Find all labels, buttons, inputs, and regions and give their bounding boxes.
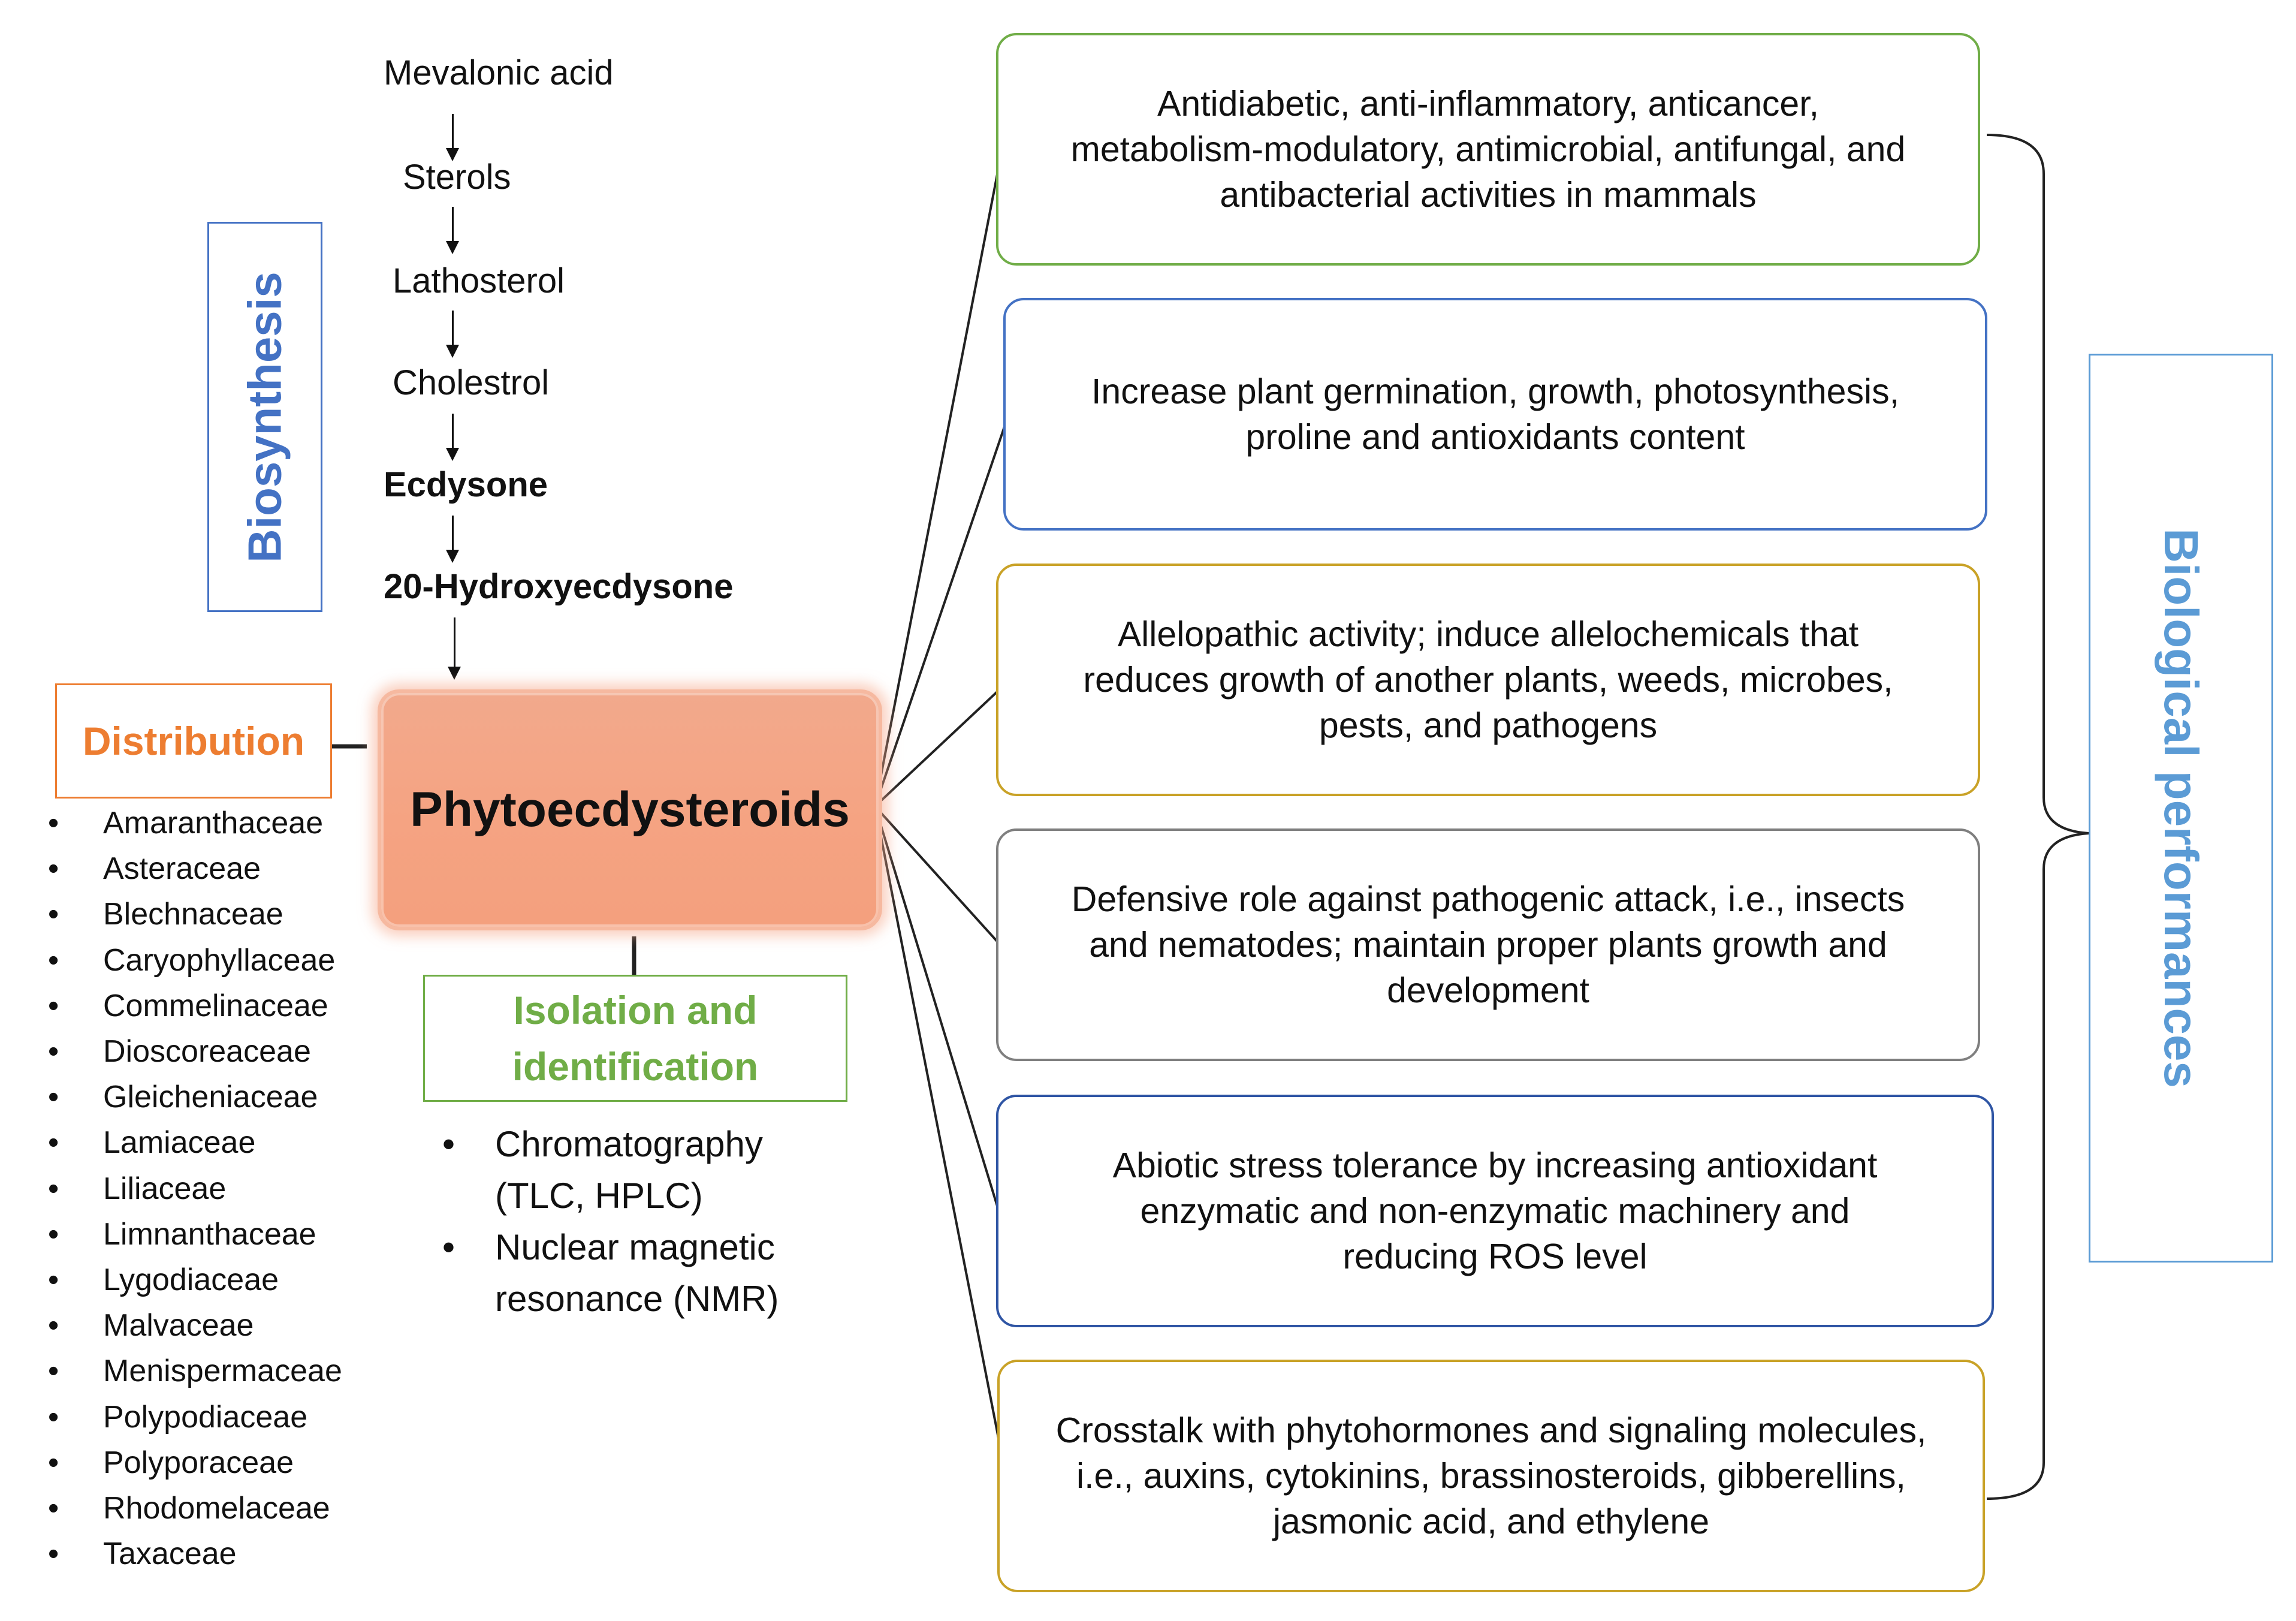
connector-line	[874, 806, 1005, 1466]
performance-line: reduces growth of another plants, weeds,…	[1083, 660, 1893, 700]
pathway-step-sterols: Sterols	[403, 158, 511, 197]
biosynthesis-label-box: Biosynthesis	[207, 222, 322, 612]
family-item: Lamiaceae	[48, 1120, 342, 1165]
method-item: • Chromatography (TLC, HPLC)	[438, 1119, 779, 1222]
connector-line	[874, 806, 1001, 1215]
connector-line	[874, 161, 1001, 807]
central-node: Phytoecdysteroids	[378, 689, 882, 930]
performance-line: pests, and pathogens	[1319, 706, 1658, 745]
performance-line: Antidiabetic, anti-inflammatory, antican…	[1157, 84, 1820, 123]
connector-line	[874, 805, 1001, 945]
pathway-arrow	[446, 207, 459, 254]
family-item: Amaranthaceae	[48, 800, 342, 846]
family-item: Lygodiaceae	[48, 1257, 342, 1303]
method-line: Chromatography	[495, 1124, 763, 1164]
method-line: Nuclear magnetic	[495, 1227, 775, 1267]
pathway-step-20-hydroxyecdysone: 20-Hydroxyecdysone	[384, 567, 734, 606]
family-item: Menispermaceae	[48, 1348, 342, 1394]
distribution-label-box: Distribution	[55, 683, 332, 799]
family-item: Polypodiaceae	[48, 1394, 342, 1440]
pathway-step-mevalonic-acid: Mevalonic acid	[384, 53, 614, 92]
family-item: Asteraceae	[48, 846, 342, 891]
family-item: Dioscoreaceae	[48, 1029, 342, 1074]
pathway-arrow	[446, 311, 459, 358]
family-item: Rhodomelaceae	[48, 1486, 342, 1531]
performance-line: metabolism-modulatory, antimicrobial, an…	[1070, 129, 1906, 169]
methods-list: • Chromatography (TLC, HPLC) • Nuclear m…	[438, 1119, 779, 1325]
family-item: Taxaceae	[48, 1531, 342, 1577]
performance-box-crosstalk: Crosstalk with phytohormones and signali…	[997, 1360, 1985, 1592]
distribution-label: Distribution	[82, 719, 305, 763]
connector-line	[874, 419, 1008, 807]
performance-line: i.e., auxins, cytokinins, brassinosteroi…	[1076, 1456, 1906, 1496]
performance-line: development	[1387, 971, 1589, 1010]
performance-box-abiotic-stress: Abiotic stress tolerance by increasing a…	[996, 1095, 1994, 1327]
family-item: Liliaceae	[48, 1166, 342, 1212]
method-line: (TLC, HPLC)	[495, 1176, 703, 1216]
performance-line: proline and antioxidants content	[1245, 417, 1745, 457]
performance-line: enzymatic and non-enzymatic machinery an…	[1140, 1191, 1850, 1231]
biosynthesis-label: Biosynthesis	[238, 271, 291, 563]
pathway-step-cholestrol: Cholestrol	[393, 363, 550, 402]
biological-performances-label: Biological performances	[2155, 528, 2208, 1088]
family-item: Malvaceae	[48, 1303, 342, 1348]
performance-line: Defensive role against pathogenic attack…	[1071, 879, 1905, 919]
performance-line: Allelopathic activity; induce allelochem…	[1117, 614, 1859, 654]
isolation-label-box: Isolation and identification	[423, 975, 847, 1102]
performance-box-mammals: Antidiabetic, anti-inflammatory, antican…	[996, 33, 1980, 266]
family-list: AmaranthaceaeAsteraceaeBlechnaceaeCaryop…	[48, 800, 342, 1577]
isolation-label-line2: identification	[512, 1044, 759, 1089]
performance-line: and nematodes; maintain proper plants gr…	[1089, 925, 1887, 965]
performance-box-defensive: Defensive role against pathogenic attack…	[996, 828, 1980, 1061]
performance-line: jasmonic acid, and ethylene	[1272, 1502, 1710, 1541]
pathway-arrow	[446, 114, 459, 161]
connector-line	[874, 688, 1001, 808]
method-item: • Nuclear magnetic resonance (NMR)	[438, 1222, 779, 1325]
performance-box-allelopathic: Allelopathic activity; induce allelochem…	[996, 564, 1980, 796]
performance-line: reducing ROS level	[1342, 1237, 1648, 1276]
pathway-step-lathosterol: Lathosterol	[393, 261, 565, 300]
family-item: Commelinaceae	[48, 983, 342, 1029]
central-node-label: Phytoecdysteroids	[410, 782, 850, 837]
bracket	[1986, 134, 2089, 1500]
family-item: Caryophyllaceae	[48, 938, 342, 983]
performance-box-plant-growth: Increase plant germination, growth, phot…	[1003, 298, 1987, 531]
family-item: Limnanthaceae	[48, 1212, 342, 1257]
method-line: resonance (NMR)	[495, 1279, 779, 1319]
performance-line: antibacterial activities in mammals	[1220, 175, 1757, 215]
performance-line: Crosstalk with phytohormones and signali…	[1055, 1411, 1927, 1450]
performance-line: Increase plant germination, growth, phot…	[1091, 372, 1899, 411]
performance-line: Abiotic stress tolerance by increasing a…	[1112, 1146, 1878, 1185]
pathway-arrow	[446, 516, 459, 563]
family-item: Polyporaceae	[48, 1440, 342, 1486]
isolation-label-line1: Isolation and	[513, 988, 758, 1032]
pathway-step-ecdysone: Ecdysone	[384, 465, 548, 504]
biological-performances-label-box: Biological performances	[2089, 354, 2273, 1263]
family-item: Gleicheniaceae	[48, 1074, 342, 1120]
pathway-arrow	[448, 617, 461, 680]
pathway-arrow	[446, 414, 459, 461]
family-item: Blechnaceae	[48, 891, 342, 937]
